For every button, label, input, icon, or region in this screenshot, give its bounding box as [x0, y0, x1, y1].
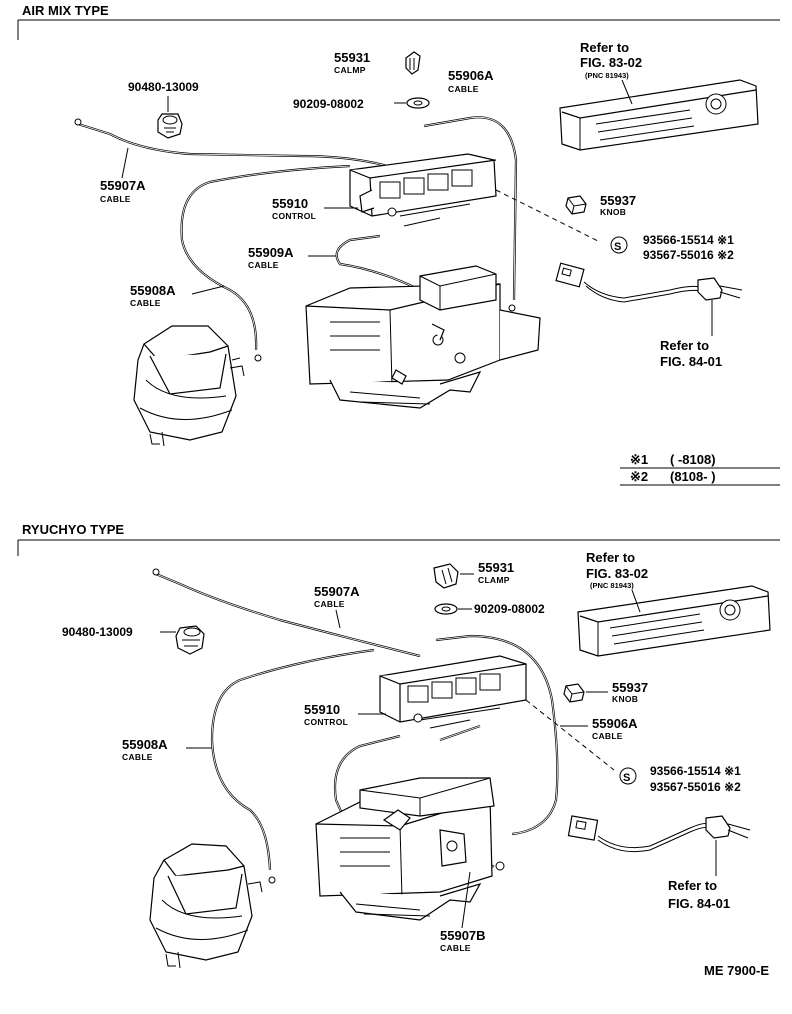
svg-text:S: S [614, 241, 621, 253]
part-number-55910-r: 55910 [304, 702, 340, 717]
part-name-cable-55907a: CABLE [100, 194, 131, 204]
part-number-55937: 55937 [600, 193, 636, 208]
knob-55937-icon [565, 195, 587, 215]
part-number-90480-r: 90480-13009 [62, 625, 133, 639]
grommet-90480-icon-2 [175, 625, 205, 655]
pnc-81943-r: (PNC 81943) [590, 581, 634, 590]
blower-illustration [133, 325, 245, 447]
section-ryuchyo: RYUCHYO TYPE 55931 CLAMP 90209-08002 904… [17, 522, 780, 969]
part-name-cable-55908a-r: CABLE [122, 752, 153, 762]
cable-55907a-r [152, 568, 421, 658]
bulb-part-1-r: 93566-15514 ※1 [650, 764, 741, 778]
refer-to-83-label-r: Refer to [586, 550, 635, 565]
part-number-55909a: 55909A [248, 245, 294, 260]
part-number-55907b: 55907B [440, 928, 486, 943]
bulb-part-2: 93567-55016 ※2 [643, 248, 734, 262]
section-title-ryuchyo: RYUCHYO TYPE [22, 522, 124, 537]
refer-fig-84-01-r: FIG. 84-01 [668, 896, 730, 911]
grommet-90480-icon [157, 113, 183, 139]
cable-55908a-r [210, 648, 375, 871]
bulb-symbol-icon: S [610, 236, 628, 254]
part-name-cable-55906a-r: CABLE [592, 731, 623, 741]
wire-harness-illustration-2 [567, 815, 751, 853]
svg-text:S: S [623, 772, 630, 784]
panel-illustration [559, 79, 759, 151]
note-1-mark: ※1 [630, 452, 648, 467]
cable-55906a [423, 116, 518, 312]
panel-illustration-2 [577, 585, 771, 657]
part-name-cable-55907a-r: CABLE [314, 599, 345, 609]
heater-unit-illustration-2 [315, 777, 495, 921]
bulb-symbol-icon-2: S [619, 767, 637, 785]
part-number-55910: 55910 [272, 196, 308, 211]
section-frame-ryuchyo [17, 539, 780, 556]
wire-harness-illustration [555, 262, 743, 303]
figure-code: ME 7900-E [704, 963, 769, 978]
part-name-control: CONTROL [272, 211, 316, 221]
washer-90209-icon [406, 97, 430, 109]
part-name-knob: KNOB [600, 207, 626, 217]
note-1-range: ( -8108) [670, 452, 716, 467]
clamp-55931-icon-2 [433, 563, 459, 589]
part-name-knob-r: KNOB [612, 694, 638, 704]
cable-55906a-r [435, 634, 559, 836]
part-name-cable-55909a: CABLE [248, 260, 279, 270]
part-name-cable-55906a: CABLE [448, 84, 479, 94]
part-number-55937-r: 55937 [612, 680, 648, 695]
knob-55937-icon-2 [563, 683, 585, 703]
section-title-air-mix: AIR MIX TYPE [22, 3, 109, 18]
control-55910-icon-2 [379, 655, 527, 729]
refer-to-84-label: Refer to [660, 338, 709, 353]
refer-fig-84-01: FIG. 84-01 [660, 354, 722, 369]
bulb-part-2-r: 93567-55016 ※2 [650, 780, 741, 794]
section-air-mix: AIR MIX TYPE 55931 CALMP 90209-08002 904… [17, 3, 780, 486]
part-number-55906a: 55906A [448, 68, 494, 83]
part-number-55907a: 55907A [100, 178, 146, 193]
part-number-55907a-r: 55907A [314, 584, 360, 599]
part-name-clamp-r: CLAMP [478, 575, 510, 585]
part-number-55908a: 55908A [130, 283, 176, 298]
part-number-55906a-r: 55906A [592, 716, 638, 731]
part-number-55908a-r: 55908A [122, 737, 168, 752]
refer-to-84-label-r: Refer to [668, 878, 717, 893]
clamp-55931-icon [405, 51, 421, 75]
pnc-81943: (PNC 81943) [585, 71, 629, 80]
heater-unit-illustration [305, 265, 541, 409]
note-2-range: (8108- ) [670, 469, 716, 484]
washer-90209-icon-2 [434, 603, 458, 615]
refer-fig-83-02: FIG. 83-02 [580, 55, 642, 70]
refer-fig-83-02-r: FIG. 83-02 [586, 566, 648, 581]
part-number-55931-r: 55931 [478, 560, 514, 575]
part-number-90209-r: 90209-08002 [474, 602, 545, 616]
refer-to-83-label: Refer to [580, 40, 629, 55]
part-name-cable-55908a: CABLE [130, 298, 161, 308]
blower-illustration-2 [149, 843, 276, 969]
cable-55907a [74, 118, 401, 172]
control-55910-icon [349, 153, 497, 227]
part-name-cable-55907b: CABLE [440, 943, 471, 953]
part-number-90480: 90480-13009 [128, 80, 199, 94]
part-number-55931: 55931 [334, 50, 370, 65]
bulb-part-1: 93566-15514 ※1 [643, 233, 734, 247]
part-name-clamp: CALMP [334, 65, 366, 75]
note-2-mark: ※2 [630, 469, 648, 484]
footnotes: ※1 ( -8108) ※2 (8108- ) [620, 452, 780, 486]
cable-55908a [180, 164, 351, 362]
part-number-90209: 90209-08002 [293, 97, 364, 111]
section-frame-air-mix [17, 19, 780, 40]
part-name-control-r: CONTROL [304, 717, 348, 727]
